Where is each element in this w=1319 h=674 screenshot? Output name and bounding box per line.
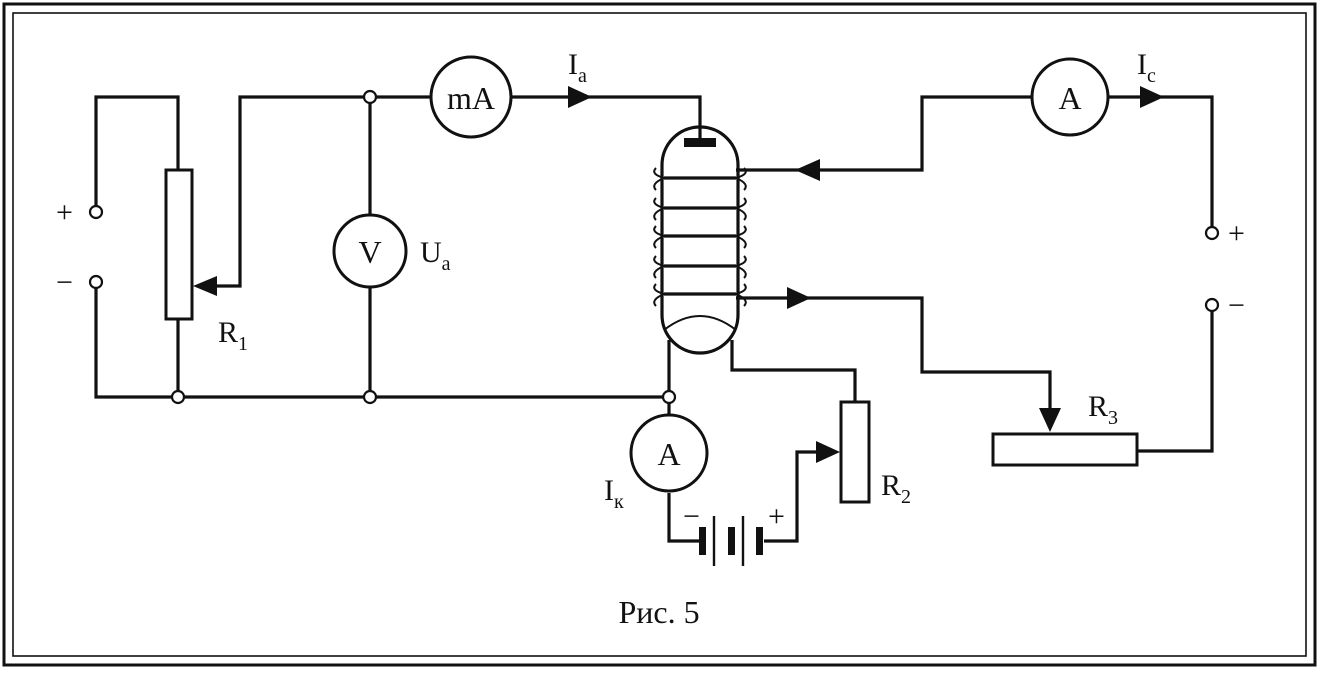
control-grid-arrow <box>787 287 811 309</box>
grid-feed-arrow <box>795 159 820 181</box>
node-bottom-r1 <box>170 389 186 405</box>
r1-wiper-arrow <box>193 276 217 296</box>
r3-label: R3 <box>1088 390 1118 429</box>
anode-voltage-label: Ua <box>420 236 451 275</box>
r2-resistor <box>839 400 871 504</box>
node-cathode <box>661 389 677 405</box>
battery-plus-sign: + <box>768 500 785 533</box>
cathode-ammeter-label: A <box>657 436 680 472</box>
battery-minus-sign: − <box>683 500 700 533</box>
figure-caption: Рис. 5 <box>618 594 699 630</box>
cathode-current-label: Iк <box>604 474 624 513</box>
anode-current-label: Ia <box>568 48 587 87</box>
cathode-ammeter <box>629 413 709 493</box>
voltmeter-label: V <box>358 234 381 270</box>
right-minus-sign: − <box>1228 289 1245 322</box>
r2-label: R2 <box>881 469 911 508</box>
cathode-arc <box>663 315 737 331</box>
right-minus-terminal <box>1204 297 1220 313</box>
milliammeter <box>429 55 513 139</box>
left-plus-sign: + <box>56 196 73 229</box>
grid-circuit-wiring <box>736 95 1214 453</box>
left-plus-terminal <box>88 204 104 220</box>
r1-label: R1 <box>218 316 248 355</box>
r3-wiper-arrow <box>1039 408 1061 432</box>
node-top-voltmeter <box>362 89 378 105</box>
inner-frame <box>12 12 1307 657</box>
grid-ammeter-label: A <box>1058 80 1081 116</box>
anode-current-arrow <box>568 86 592 108</box>
r2-wiper-arrow <box>816 441 840 463</box>
voltmeter <box>332 213 408 289</box>
r1-resistor <box>164 168 194 321</box>
right-plus-sign: + <box>1228 217 1245 250</box>
battery <box>699 516 763 566</box>
grid-current-arrow <box>1140 86 1164 108</box>
left-minus-sign: − <box>56 266 73 299</box>
r3-resistor <box>991 432 1139 467</box>
vacuum-tube <box>653 125 747 355</box>
anode-plate <box>684 138 716 147</box>
grid-current-label: Ic <box>1137 48 1156 87</box>
node-bottom-voltmeter <box>362 389 378 405</box>
right-plus-terminal <box>1204 225 1220 241</box>
milliammeter-label: mA <box>447 80 495 116</box>
grid-ammeter <box>1030 57 1110 137</box>
cathode-circuit-wiring <box>667 340 857 543</box>
left-minus-terminal <box>88 274 104 290</box>
